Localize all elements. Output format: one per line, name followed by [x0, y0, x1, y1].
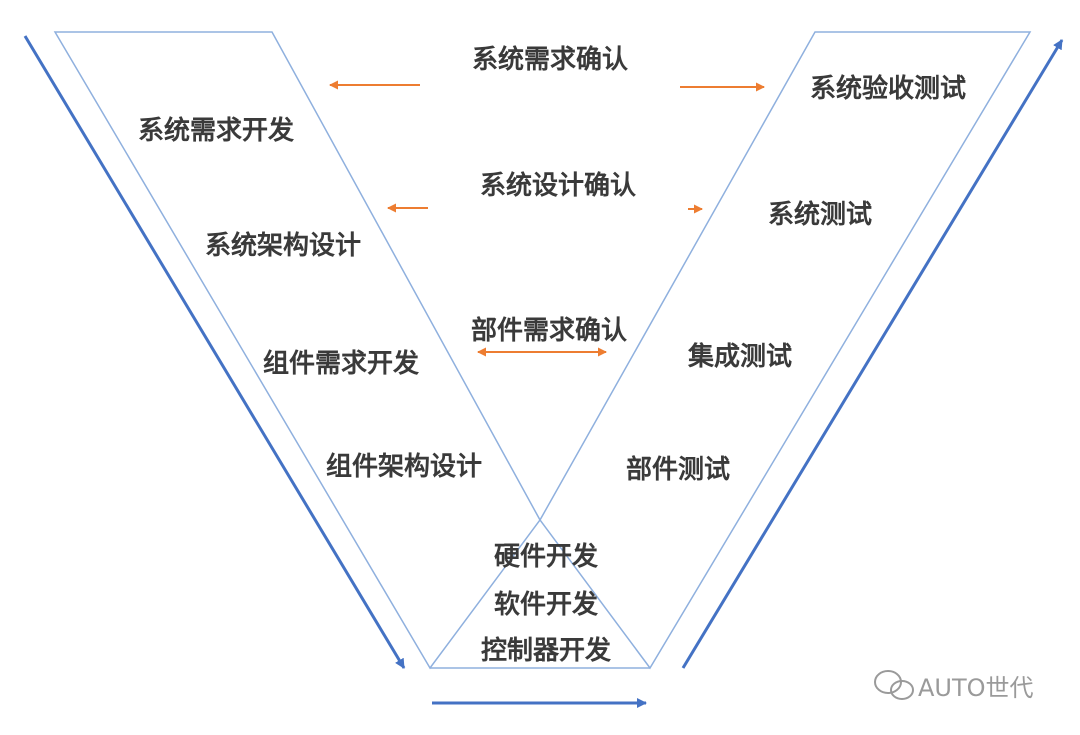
left-flow-arrow [23, 35, 406, 669]
right-flow-arrow [681, 39, 1064, 669]
watermark-text: AUTO世代 [918, 674, 1034, 702]
right-label-acceptance-test: 系统验收测试 [810, 73, 966, 104]
left-label-system-requirements: 系统需求开发 [138, 115, 294, 146]
bottom-label-hardware: 硬件开发 [494, 541, 598, 572]
center-label-part-requirements-confirm: 部件需求确认 [471, 315, 627, 346]
left-label-system-architecture: 系统架构设计 [205, 230, 361, 261]
bottom-label-controller: 控制器开发 [481, 635, 611, 666]
wechat-icon [874, 670, 914, 700]
center-label-system-requirements-confirm: 系统需求确认 [472, 44, 628, 75]
right-label-part-test: 部件测试 [626, 455, 730, 485]
left-label-component-architecture: 组件架构设计 [326, 451, 482, 482]
right-phase-outline [539, 31, 1032, 670]
center-label-system-design-confirm: 系统设计确认 [480, 170, 636, 201]
left-label-component-requirements: 组件需求开发 [263, 348, 419, 379]
right-label-integration-test: 集成测试 [687, 341, 792, 372]
bottom-label-software: 软件开发 [494, 589, 598, 620]
right-label-system-test: 系统测试 [768, 199, 872, 230]
